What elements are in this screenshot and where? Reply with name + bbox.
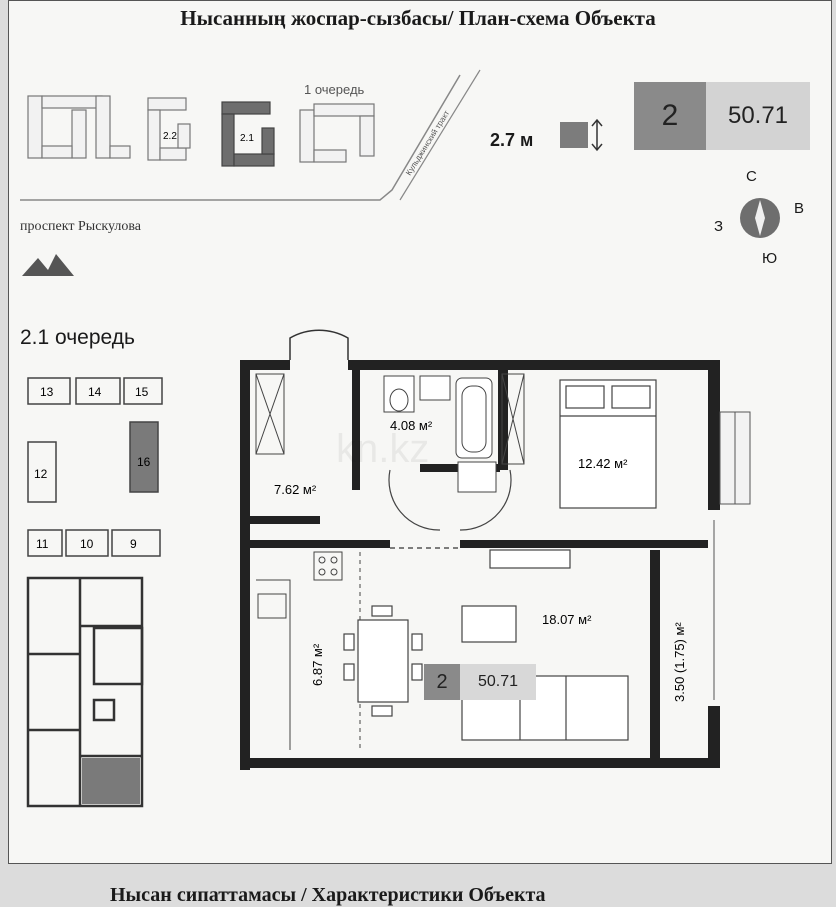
plan-area-badge: 50.71 [460, 664, 536, 700]
compass-north: С [746, 168, 757, 185]
section-9-label: 9 [130, 537, 137, 551]
rooms-count-badge: 2 [634, 82, 706, 150]
bedroom-door [459, 469, 512, 531]
room-balcony-area: 3.50 (1.75) м² [672, 622, 687, 702]
queue-sections: 13 14 15 16 12 11 10 9 [27, 377, 163, 557]
floor-key-plan [26, 576, 144, 808]
room-hall-area: 7.62 м² [274, 482, 317, 497]
avenue-label: проспект Рыскулова [20, 219, 142, 234]
room-living-area: 18.07 м² [542, 612, 592, 627]
compass-east: В [794, 200, 805, 217]
characteristics-title: Нысан сипаттамасы / Характеристики Объек… [110, 884, 546, 906]
bathroom-door [388, 469, 441, 531]
section-14-label: 14 [88, 385, 102, 399]
road-edge [399, 69, 481, 201]
section-9 [111, 529, 161, 557]
wardrobe-hall [255, 373, 285, 455]
compass-icon [740, 198, 780, 238]
entry-door [289, 329, 349, 360]
section-11-label: 11 [36, 537, 49, 551]
room-bedroom-area: 12.42 м² [578, 456, 628, 471]
section-11 [27, 529, 63, 557]
living-furniture [461, 549, 629, 741]
window-bedroom [719, 411, 751, 505]
queue-panel-title: 2.1 очередь [20, 326, 135, 349]
section-13-label: 13 [40, 385, 54, 399]
ceiling-height-icon [560, 122, 588, 148]
site-plan: 2.2 2.1 1 очередь Кульджинский тракт про… [20, 69, 780, 276]
apartment-floor-plan: 7.62 м² 4.08 м² 12.42 м² 18.07 м² 6.87 м… [240, 329, 751, 770]
building-group-queue-1 [299, 103, 375, 163]
section-15 [123, 377, 163, 405]
queue-1-label: 1 очередь [304, 82, 365, 97]
building-label-2-1: 2.1 [240, 133, 254, 144]
watermark: kn.kz [336, 427, 429, 471]
bathroom-fixtures [383, 375, 497, 493]
section-13 [27, 377, 71, 405]
ceiling-height-label: 2.7 м [490, 130, 534, 150]
page-title: Нысанның жоспар-сызбасы/ План-схема Объе… [180, 6, 656, 30]
area-badge: 50.71 [706, 82, 810, 150]
building-group-left [27, 95, 131, 159]
section-16-label: 16 [137, 455, 151, 469]
wardrobe-bedroom [501, 373, 525, 465]
bed [559, 379, 657, 509]
section-15-label: 15 [135, 385, 149, 399]
vertical-arrow-icon [591, 118, 603, 152]
section-12 [27, 441, 57, 503]
plan-rooms-badge: 2 [424, 664, 460, 700]
dining-table [343, 605, 423, 717]
building-label-2-2: 2.2 [163, 131, 177, 142]
section-16 [129, 421, 159, 493]
compass-west: З [714, 218, 724, 235]
mountains-icon [22, 254, 74, 276]
section-10 [65, 529, 109, 557]
section-10-label: 10 [80, 537, 94, 551]
building-2-2 [147, 97, 191, 161]
section-14 [75, 377, 121, 405]
kitchen-counter [256, 551, 361, 752]
room-kitchen-area: 6.87 м² [310, 643, 325, 686]
compass-south: Ю [762, 250, 778, 267]
room-bathroom-area: 4.08 м² [390, 418, 433, 433]
section-12-label: 12 [34, 467, 48, 481]
building-2-1 [221, 101, 275, 167]
selected-unit [82, 758, 140, 804]
site-boundary [20, 74, 461, 201]
